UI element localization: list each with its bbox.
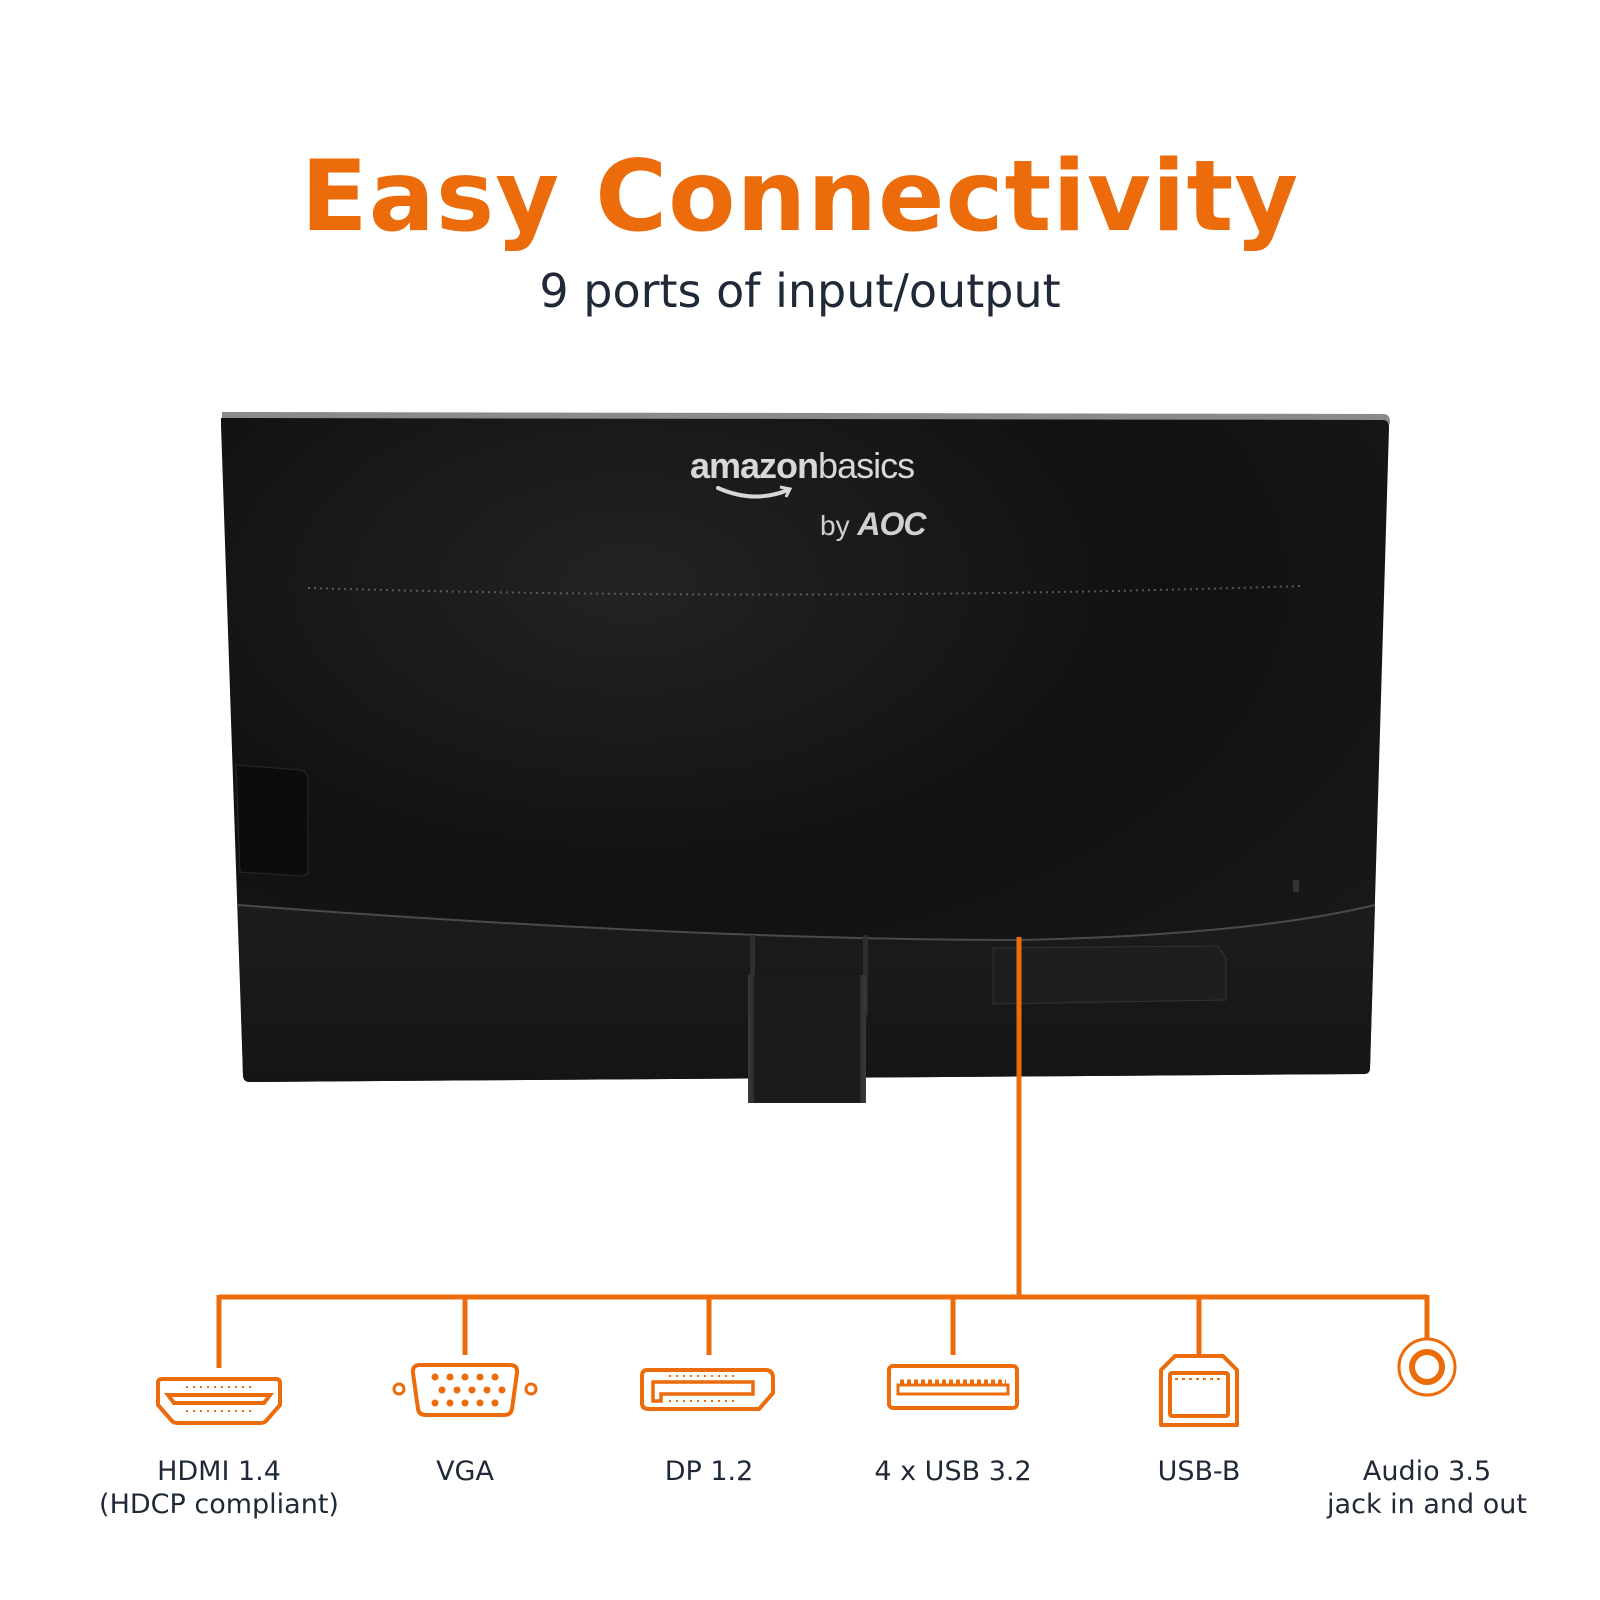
port-label-hdmi: HDMI 1.4 (HDCP compliant) bbox=[89, 1455, 349, 1521]
usb-a-icon bbox=[887, 1364, 1019, 1410]
port-label-displayport: DP 1.2 bbox=[579, 1455, 839, 1488]
displayport-icon bbox=[640, 1368, 775, 1411]
port-label-line1: Audio 3.5 bbox=[1362, 1456, 1492, 1487]
port-label-line1: 4 x USB 3.2 bbox=[874, 1456, 1032, 1487]
port-label-line2: jack in and out bbox=[1327, 1489, 1527, 1520]
port-label-audio: Audio 3.5 jack in and out bbox=[1297, 1455, 1557, 1521]
audio-jack-icon bbox=[1397, 1337, 1457, 1397]
port-label-usb-b: USB-B bbox=[1069, 1455, 1329, 1488]
port-label-line2: (HDCP compliant) bbox=[99, 1489, 339, 1520]
port-label-line1: USB-B bbox=[1157, 1456, 1241, 1487]
port-usb-a: 4 x USB 3.2 bbox=[823, 1335, 1083, 1487]
usb-b-icon bbox=[1159, 1354, 1239, 1427]
port-usb-b: USB-B bbox=[1069, 1335, 1329, 1487]
port-label-line1: VGA bbox=[436, 1456, 494, 1487]
amazon-smile-icon bbox=[716, 485, 793, 499]
port-hdmi: HDMI 1.4 (HDCP compliant) bbox=[89, 1335, 349, 1520]
port-label-line1: HDMI 1.4 bbox=[157, 1456, 281, 1487]
hdmi-icon bbox=[156, 1377, 282, 1425]
brand-name-bold: amazon bbox=[690, 445, 819, 486]
brand-name-regular: basics bbox=[818, 445, 915, 486]
port-displayport: DP 1.2 bbox=[579, 1335, 839, 1487]
page-title: Easy Connectivity bbox=[300, 140, 1300, 254]
port-label-line1: DP 1.2 bbox=[664, 1456, 754, 1487]
monitor-rear-image bbox=[221, 412, 1390, 1103]
brand-partner-name: AOC bbox=[857, 506, 926, 542]
port-label-usb-a: 4 x USB 3.2 bbox=[823, 1455, 1083, 1488]
brand-logo: amazonbasics bbox=[690, 445, 915, 486]
port-label-vga: VGA bbox=[335, 1455, 595, 1488]
vga-icon bbox=[392, 1363, 538, 1417]
port-vga: VGA bbox=[335, 1335, 595, 1487]
brand-partner: by AOC bbox=[820, 506, 926, 542]
port-audio: Audio 3.5 jack in and out bbox=[1297, 1335, 1557, 1520]
page-subtitle: 9 ports of input/output bbox=[539, 264, 1061, 318]
brand-by-text: by bbox=[820, 510, 850, 541]
